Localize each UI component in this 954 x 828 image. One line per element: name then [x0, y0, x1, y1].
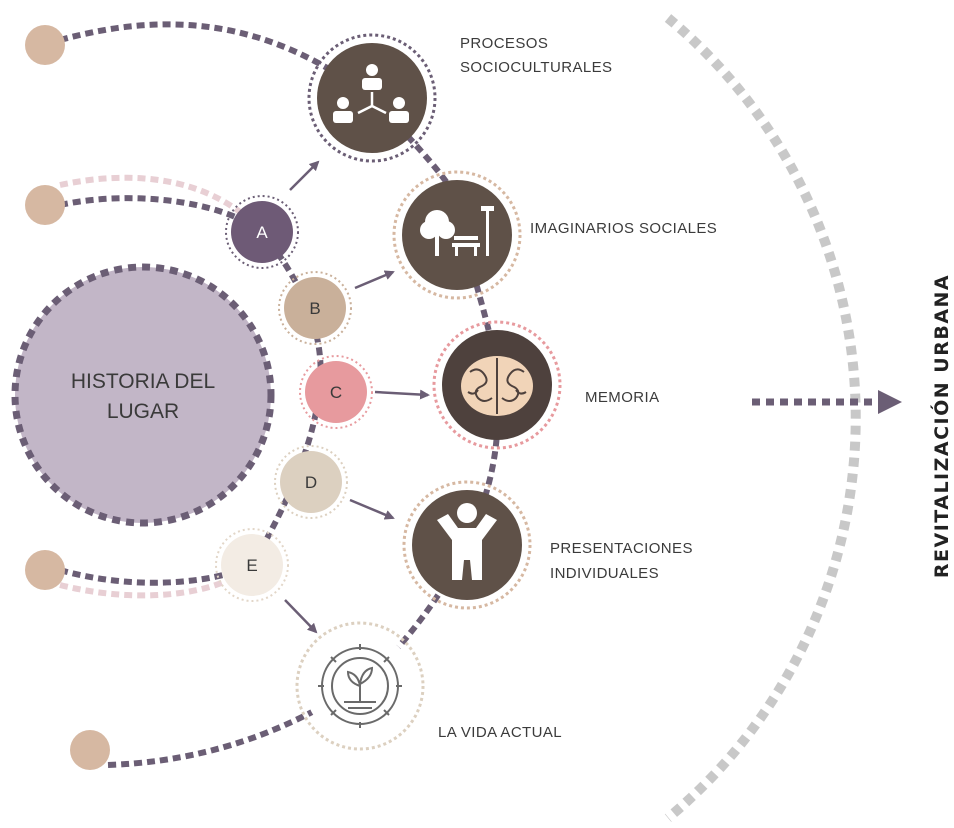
concept-node-memoria: MEMORIA — [432, 320, 659, 450]
letter-e: E — [246, 556, 257, 575]
source-dot — [25, 25, 65, 65]
concept-label-vida-actual: LA VIDA ACTUAL — [438, 724, 562, 741]
arrows — [284, 160, 430, 634]
gear-plant-icon — [318, 644, 402, 728]
center-title-line1: HISTORIA DEL — [71, 370, 215, 393]
letter-node-d: D — [274, 445, 348, 519]
concept-label-imaginarios: IMAGINARIOS SOCIALES — [530, 220, 717, 237]
result-arrow — [752, 390, 902, 414]
center-node: HISTORIA DEL LUGAR — [11, 263, 275, 527]
concept-node-procesos: PROCESOS SOCIOCULTURALES — [307, 33, 612, 163]
letter-d: D — [305, 473, 317, 492]
letter-node-a: A — [225, 195, 299, 269]
park-bench-tree-icon — [420, 206, 494, 256]
outer-arc — [664, 14, 861, 822]
letter-node-a-fill — [231, 201, 293, 263]
people-network-icon — [333, 64, 409, 123]
source-dot — [70, 730, 110, 770]
concept-label-procesos-2: SOCIOCULTURALES — [460, 59, 612, 76]
concept-node-vida-actual: LA VIDA ACTUAL — [295, 621, 562, 751]
letter-c: C — [330, 383, 342, 402]
person-icon — [437, 503, 497, 580]
source-dot — [25, 550, 65, 590]
center-title-line2: LUGAR — [107, 400, 179, 423]
letter-node-e: E — [215, 528, 289, 602]
source-dot — [25, 185, 65, 225]
letter-b: B — [309, 299, 320, 318]
concept-label-procesos-1: PROCESOS — [460, 35, 548, 52]
letter-node-c: C — [299, 355, 373, 429]
letter-node-b: B — [278, 271, 352, 345]
concept-node-presentaciones: PRESENTACIONES INDIVIDUALES — [402, 480, 693, 610]
brain-icon — [461, 356, 533, 416]
result-label: REVITALIZACIÓN URBANA — [929, 274, 953, 578]
concept-label-memoria: MEMORIA — [585, 389, 659, 406]
concept-node-imaginarios: IMAGINARIOS SOCIALES — [392, 170, 717, 300]
concept-label-presentaciones-1: PRESENTACIONES — [550, 540, 693, 557]
source-dots — [25, 25, 110, 770]
concept-label-presentaciones-2: INDIVIDUALES — [550, 565, 659, 582]
letter-a: A — [256, 223, 268, 242]
